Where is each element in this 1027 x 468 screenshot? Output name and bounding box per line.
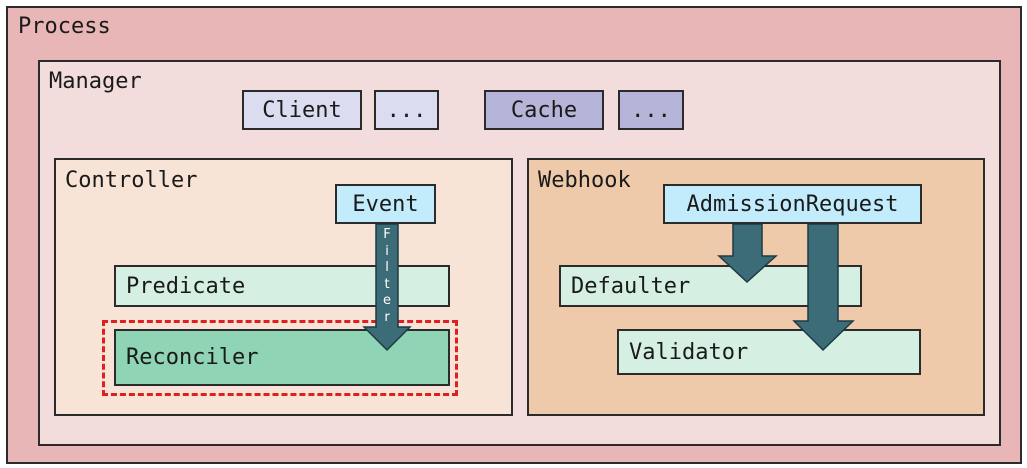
filter-letter: t bbox=[384, 276, 390, 292]
cache-more-box: ... bbox=[618, 90, 684, 130]
controller-label: Controller bbox=[65, 168, 198, 193]
cache-box: Cache bbox=[484, 90, 604, 130]
validator-box: Validator bbox=[617, 329, 921, 375]
webhook-label: Webhook bbox=[538, 168, 631, 193]
filter-letter: i bbox=[385, 243, 389, 259]
defaulter-arrow bbox=[717, 223, 778, 284]
process-label: Process bbox=[18, 14, 111, 39]
filter-letter: r bbox=[384, 309, 390, 325]
validator-arrow bbox=[792, 223, 855, 352]
event-box: Event bbox=[335, 184, 436, 224]
client-box: Client bbox=[242, 90, 362, 130]
admission-request-box: AdmissionRequest bbox=[663, 184, 922, 224]
manager-label: Manager bbox=[49, 69, 142, 94]
filter-letter: e bbox=[383, 293, 391, 308]
client-more-box: ... bbox=[374, 90, 439, 130]
filter-letter: l bbox=[385, 260, 389, 275]
filter-arrow bbox=[362, 223, 412, 352]
filter-letter: F bbox=[383, 227, 391, 242]
reconciler-highlight bbox=[102, 320, 458, 396]
